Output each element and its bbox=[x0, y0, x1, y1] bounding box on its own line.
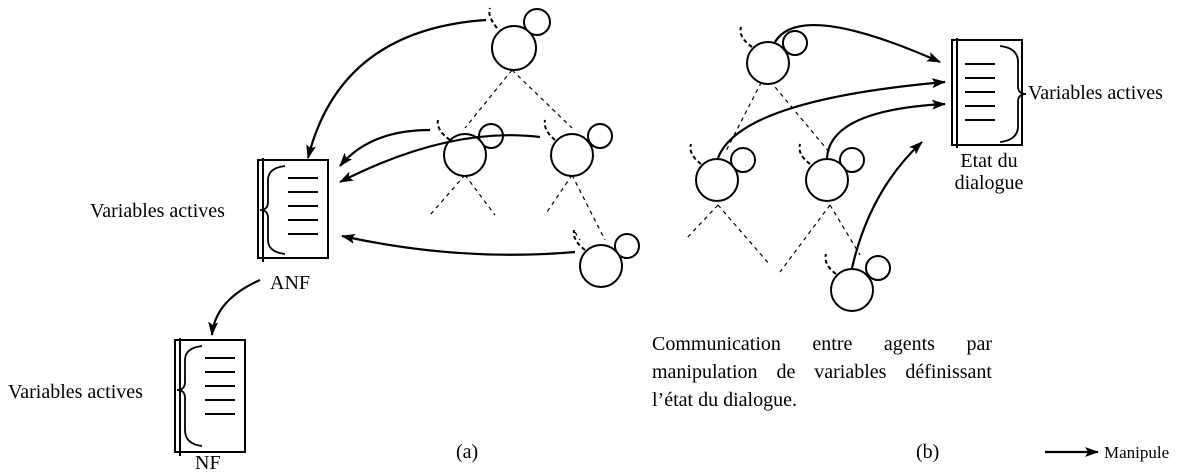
nf-name: NF bbox=[195, 452, 221, 474]
state-variables-label: Variables actives bbox=[1028, 82, 1163, 104]
legend-label: Manipule bbox=[1104, 443, 1170, 462]
nf-document bbox=[174, 338, 246, 456]
agent-node bbox=[572, 229, 640, 288]
agent-node bbox=[488, 7, 551, 71]
anf-variables-label: Variables actives bbox=[90, 200, 225, 222]
agent-node bbox=[798, 143, 865, 202]
state-name-line2: dialogue bbox=[954, 172, 1024, 194]
panel-b-label: (b) bbox=[916, 441, 940, 463]
nf-variables-label: Variables actives bbox=[8, 381, 143, 403]
panel-b-caption: Communication entre agents par manipulat… bbox=[652, 333, 992, 411]
anf-name: ANF bbox=[270, 272, 311, 294]
agent-node bbox=[824, 253, 891, 312]
agent-node bbox=[543, 119, 613, 177]
panel-a-label: (a) bbox=[456, 441, 479, 463]
manipulate-arrows-a bbox=[208, 18, 576, 336]
agent-node bbox=[436, 119, 504, 177]
tree-links-a bbox=[429, 69, 606, 241]
state-name-line1: Etat du bbox=[960, 150, 1018, 172]
manipulate-arrows-b bbox=[716, 24, 946, 269]
state-document bbox=[951, 38, 1027, 148]
agent-node bbox=[739, 26, 808, 85]
anf-document bbox=[257, 158, 329, 262]
agent-node bbox=[689, 143, 756, 202]
